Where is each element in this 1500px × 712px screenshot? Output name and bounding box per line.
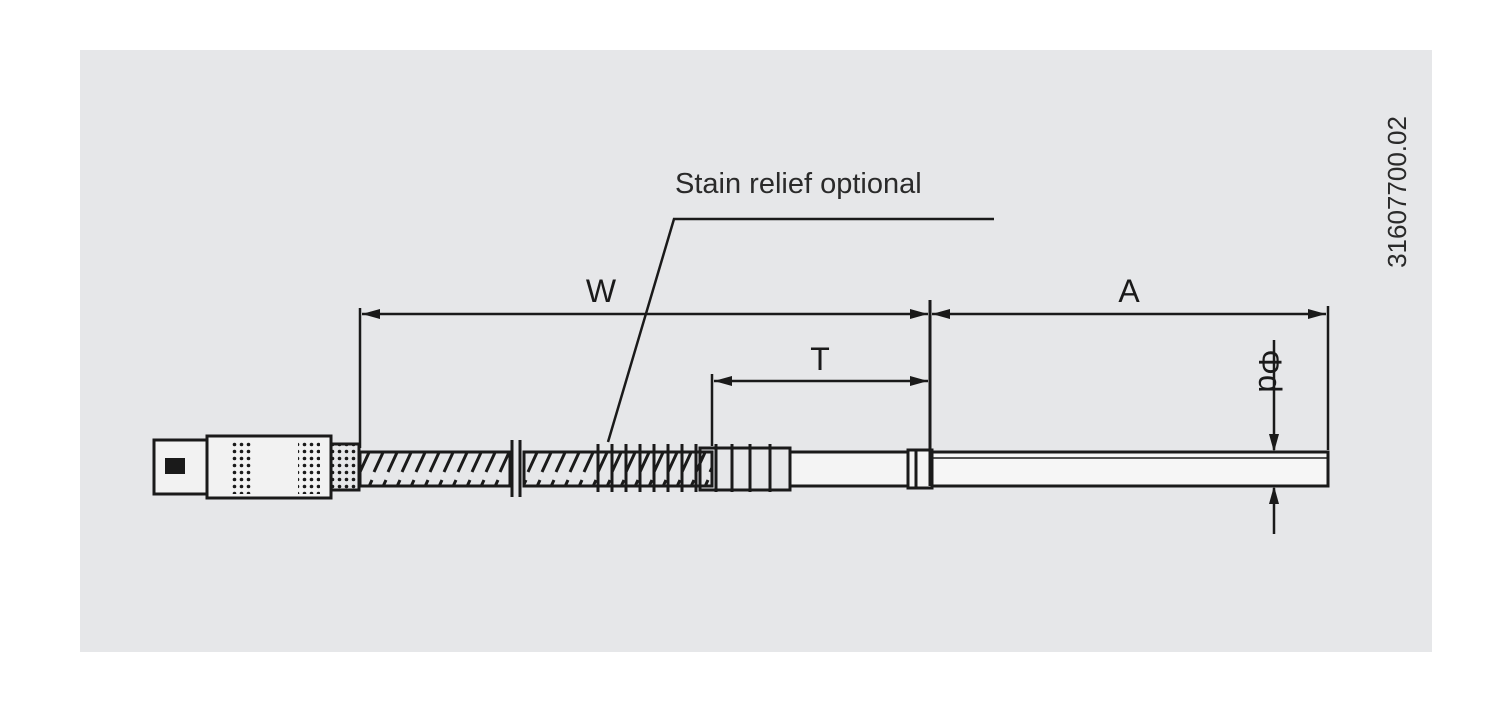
smooth-cable (788, 448, 934, 490)
dimension-a (932, 306, 1330, 450)
drawing-background (80, 50, 1432, 652)
dimension-w (358, 300, 932, 486)
drawing-number: 31607700.02 (1382, 116, 1412, 268)
dimension-w-label: W (586, 273, 617, 309)
sensor-probe (930, 450, 1330, 488)
strain-relief (596, 444, 792, 492)
connector-plug (152, 434, 361, 500)
dimension-a-label: A (1118, 273, 1140, 309)
dimension-t-label: T (810, 341, 830, 377)
dimension-diameter-label: Φd (1252, 349, 1288, 392)
callout-label: Stain relief optional (675, 168, 922, 200)
dimension-t (710, 374, 928, 446)
callout-leader-line (606, 217, 994, 443)
dimension-diameter (1269, 340, 1279, 534)
